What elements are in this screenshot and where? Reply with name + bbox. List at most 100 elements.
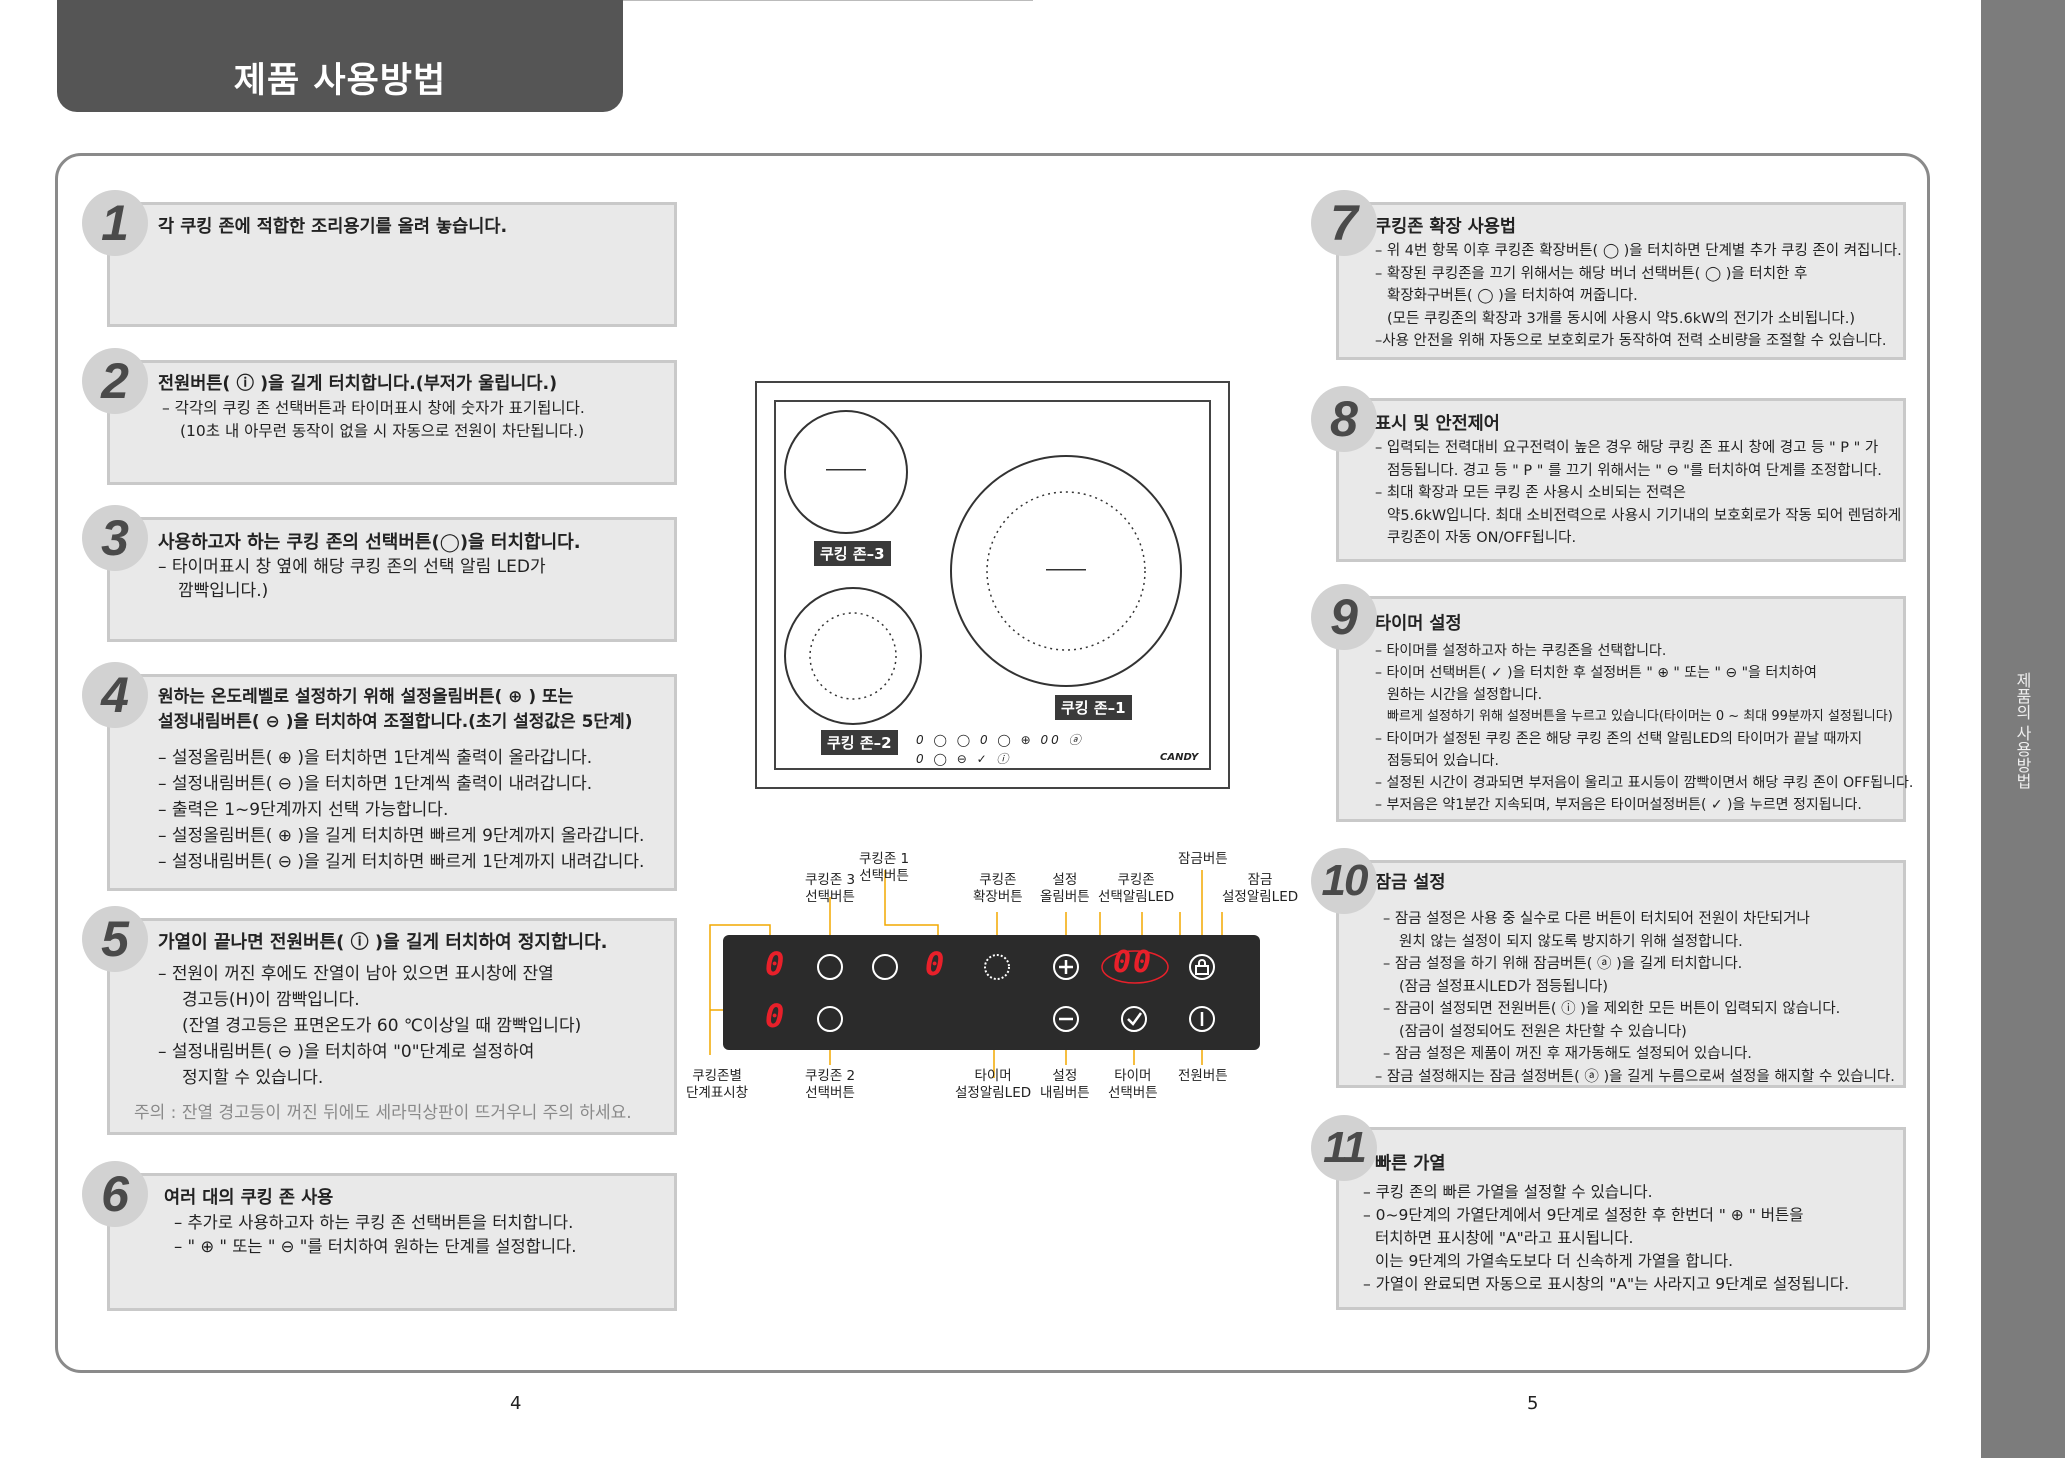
step-3-title: 사용하고자 하는 쿠킹 존의 선택버튼(◯)을 터치합니다. [158, 532, 581, 553]
step-9-line-1: – 타이머를 설정하고자 하는 쿠킹존을 선택합니다. [1375, 643, 1667, 659]
timer-check-mark [1127, 1012, 1143, 1026]
step-4-title-1: 원하는 온도레벨로 설정하기 위해 설정올림버튼( ⊕ ) 또는 [158, 687, 574, 707]
step-5-caution: 주의 : 잔열 경고등이 꺼진 뒤에도 세라믹상판이 뜨거우니 주의 하세요. [134, 1103, 632, 1123]
label-lock-button: 잠금버튼 [1178, 851, 1228, 867]
zone-display-bottom: 0 [765, 997, 785, 1035]
step-8-line-3: – 최대 확장과 모든 쿠킹 존 사용시 소비되는 전력은 [1375, 485, 1686, 501]
step-9-line-8: – 부저음은 약1분간 지속되며, 부저음은 타이머설정버튼( ✓ )을 누르면… [1375, 797, 1862, 813]
step-7-box: 쿠킹존 확장 사용법 – 위 4번 항목 이후 쿠킹존 확장버튼( ◯ )을 터… [1336, 202, 1906, 360]
zone-3-select-button [817, 954, 843, 980]
cooktop-diagram: 쿠킹 존–3 쿠킹 존–2 쿠킹 존–1 0 ◯ ◯ 0 ◯ ⊕ 00 ⓐ 0 … [755, 381, 1230, 789]
step-10-line-3: – 잠금 설정을 하기 위해 잠금버튼( ⓐ )을 길게 터치합니다. [1383, 956, 1743, 972]
step-2-line-1: – 각각의 쿠킹 존 선택버튼과 타이머표시 창에 숫자가 표기됩니다. [162, 399, 585, 417]
step-5-box: 가열이 끝나면 전원버튼( ⓘ )을 길게 터치하여 정지합니다. – 전원이 … [107, 918, 677, 1135]
step-8-line-4: 약5.6kW입니다. 최대 소비전력으로 사용시 기기내의 보호회로가 작동 되… [1387, 507, 1902, 524]
step-9-title: 타이머 설정 [1375, 614, 1462, 634]
step-9-box: 타이머 설정 – 타이머를 설정하고자 하는 쿠킹존을 선택합니다. – 타이머… [1336, 596, 1913, 822]
timer-select-ring [1121, 1006, 1147, 1032]
step-2-badge: 2 [82, 348, 148, 414]
zone-3-label: 쿠킹 존–3 [814, 541, 891, 566]
lock-glyph [1195, 965, 1209, 975]
page-title: 제품 사용방법 [233, 61, 447, 101]
step-3-line-1: – 타이머표시 창 옆에 해당 쿠킹 존의 선택 알림 LED가 [158, 557, 546, 577]
step-3-line-2: 깜빡입니다.) [178, 581, 269, 601]
page-header: 제품 사용방법 [57, 0, 623, 112]
zone-1-label: 쿠킹 존–1 [1055, 695, 1132, 720]
step-4-line-1: – 설정올림버튼( ⊕ )을 터치하면 1단계씩 출력이 올라갑니다. [158, 748, 593, 768]
step-1-title: 각 쿠킹 존에 적합한 조리용기를 올려 놓습니다. [158, 217, 508, 237]
control-panel-graphics [817, 950, 1215, 1032]
step-9-line-6: 점등되어 있습니다. [1387, 753, 1499, 769]
step-5-line-1: – 전원이 꺼진 후에도 잔열이 남아 있으면 표시창에 잔열 [158, 964, 554, 984]
burner-zone-3 [784, 410, 908, 534]
cooktop-burners [784, 410, 1182, 725]
mini-panel-top: 0 ◯ ◯ 0 ◯ ⊕ 00 ⓐ [916, 733, 1084, 747]
step-10-title: 잠금 설정 [1375, 873, 1446, 893]
step-9-line-5: – 타이머가 설정된 쿠킹 존은 해당 쿠킹 존의 선택 알림LED의 타이머가… [1375, 731, 1863, 747]
step-11-line-5: – 가열이 완료되면 자동으로 표시창의 "A"는 사라지고 9단계로 설정됩니… [1363, 1275, 1850, 1293]
step-10-line-1: – 잠금 설정은 사용 중 실수로 다른 버튼이 터치되어 전원이 차단되거나 [1383, 911, 1810, 927]
timer-display: 00 [1113, 945, 1154, 980]
zone-2-select-button [817, 1006, 843, 1032]
step-4-line-2: – 설정내림버튼( ⊖ )을 터치하면 1단계씩 출력이 내려갑니다. [158, 774, 593, 794]
zone-display-top: 0 [765, 945, 785, 983]
step-8-line-1: – 입력되는 전력대비 요구전력이 높은 경우 해당 쿠킹 존 표시 창에 경고… [1375, 440, 1879, 456]
burner-zone-1-inner [986, 491, 1146, 651]
step-3-badge: 3 [82, 505, 148, 571]
step-11-box: 빠른 가열 – 쿠킹 존의 빠른 가열을 설정할 수 있습니다. – 0~9단계… [1336, 1127, 1906, 1310]
page-number-left: 4 [510, 1393, 522, 1414]
step-10-box: 잠금 설정 – 잠금 설정은 사용 중 실수로 다른 버튼이 터치되어 전원이 … [1336, 860, 1906, 1088]
page-number-right: 5 [1527, 1393, 1539, 1414]
step-4-title-2: 설정내림버튼( ⊖ )을 터치하여 조절합니다.(초기 설정값은 5단계) [158, 712, 633, 732]
step-7-title: 쿠킹존 확장 사용법 [1375, 217, 1516, 237]
step-9-line-7: – 설정된 시간이 경과되면 부저음이 울리고 표시등이 깜빡이면서 해당 쿠킹… [1375, 775, 1914, 791]
step-7-line-2: – 확장된 쿠킹존을 끄기 위해서는 해당 버너 선택버튼( ◯ )을 터치한 … [1375, 265, 1808, 282]
step-5-line-4: – 설정내림버튼( ⊖ )을 터치하여 "0"단계로 설정하여 [158, 1042, 535, 1062]
step-9-line-4: 빠르게 설정하기 위해 설정버튼을 누르고 있습니다(타이머는 0 ~ 최대 9… [1387, 709, 1893, 724]
control-panel: 0 0 0 00 [723, 935, 1260, 1050]
down-button-ring [1053, 1006, 1079, 1032]
step-6-title: 여러 대의 쿠킹 존 사용 [164, 1188, 334, 1208]
step-3-box: 사용하고자 하는 쿠킹 존의 선택버튼(◯)을 터치합니다. – 타이머표시 창… [107, 517, 677, 642]
step-11-badge: 11 [1311, 1115, 1377, 1181]
step-7-line-4: (모든 쿠킹존의 확장과 3개를 동시에 사용시 약5.6kW의 전기가 소비됩… [1387, 310, 1855, 327]
power-button-ring [1189, 1006, 1215, 1032]
step-7-line-3: 확장화구버튼( ◯ )을 터치하여 꺼줍니다. [1387, 288, 1638, 304]
step-9-badge: 9 [1311, 584, 1377, 650]
step-5-line-3: (잔열 경고등은 표면온도가 60 ℃이상일 때 깜빡입니다) [182, 1016, 582, 1036]
step-10-line-2: 원치 않는 설정이 되지 않도록 방지하기 위해 설정합니다. [1399, 933, 1743, 950]
zone-2-label: 쿠킹 존–2 [821, 730, 898, 755]
burner-zone-2-inner [809, 612, 897, 700]
step-9-line-2: – 타이머 선택버튼( ✓ )을 터치한 후 설정버튼 " ⊕ " 또는 " ⊖… [1375, 665, 1817, 681]
step-6-line-2: – " ⊕ " 또는 " ⊖ "를 터치하여 원하는 단계를 설정합니다. [174, 1237, 577, 1256]
step-11-line-2: – 0~9단계의 가열단계에서 9단계로 설정한 후 한번더 " ⊕ " 버튼을 [1363, 1206, 1804, 1224]
step-8-line-2: 점등됩니다. 경고 등 " P " 를 끄기 위해서는 " ⊖ "를 터치하여 … [1387, 462, 1882, 479]
step-11-line-1: – 쿠킹 존의 빠른 가열을 설정할 수 있습니다. [1363, 1183, 1653, 1201]
step-5-line-2: 경고등(H)이 깜빡입니다. [182, 990, 360, 1010]
step-11-line-4: 이는 9단계의 가열속도보다 더 신속하게 가열을 합니다. [1375, 1252, 1734, 1270]
step-10-line-4: (잠금 설정표시LED가 점등됩니다) [1399, 978, 1609, 995]
zone-display-mid: 0 [925, 945, 945, 983]
step-2-line-2: (10초 내 아무런 동작이 없을 시 자동으로 전원이 차단됩니다.) [180, 421, 585, 440]
step-8-box: 표시 및 안전제어 – 입력되는 전력대비 요구전력이 높은 경우 해당 쿠킹 … [1336, 398, 1906, 562]
step-5-badge: 5 [82, 906, 148, 972]
lock-button-ring [1189, 954, 1215, 980]
burner-zone-2 [784, 587, 922, 725]
expand-button [984, 954, 1010, 980]
step-4-badge: 4 [82, 662, 148, 728]
timer-led-ring [1101, 950, 1169, 984]
step-10-badge: 10 [1311, 848, 1377, 914]
step-4-line-5: – 설정내림버튼( ⊖ )을 길게 터치하면 빠르게 1단계까지 내려갑니다. [158, 852, 645, 872]
step-6-badge: 6 [82, 1161, 148, 1227]
mini-panel-bottom: 0 ◯ ⊖ ✓ ⓘ [916, 752, 1012, 766]
step-1-badge: 1 [82, 190, 148, 256]
step-7-line-1: – 위 4번 항목 이후 쿠킹존 확장버튼( ◯ )을 터치하면 단계별 추가 … [1375, 243, 1902, 259]
